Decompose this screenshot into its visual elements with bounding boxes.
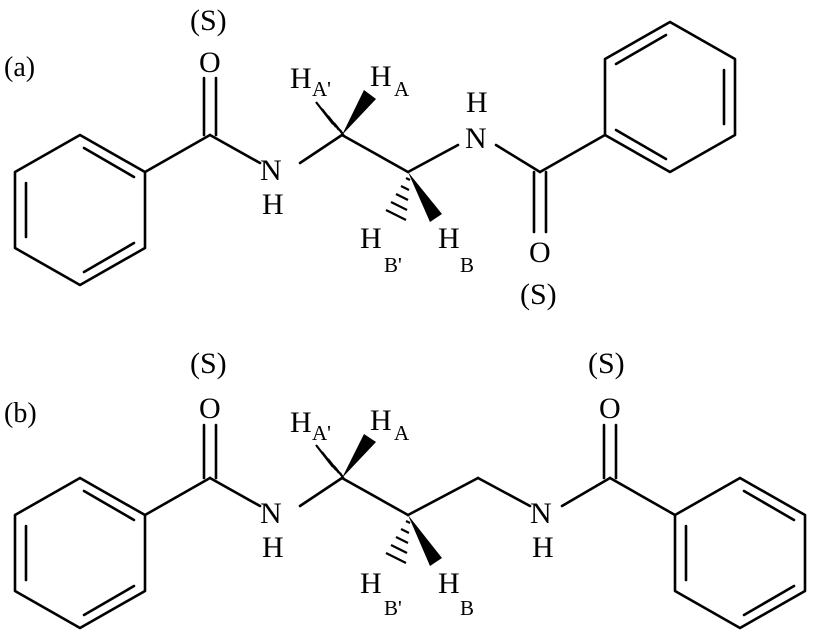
panel-a-nitrogen-right: N [465, 122, 487, 155]
panel-a-nitrogen-right-hydrogen: H [466, 86, 488, 119]
panel-b-oxygen-left: O [199, 392, 221, 425]
panel-a-stereo-left: (S) [190, 4, 227, 37]
panel-b-stereo-right: (S) [588, 347, 625, 380]
panel-b-label: (b) [4, 398, 37, 429]
panel-b-nitrogen-left: N [260, 497, 282, 530]
panel-b-nitrogen-right-hydrogen: H [532, 531, 554, 564]
panel-b-nitrogen-left-hydrogen: H [262, 531, 284, 564]
panel-a-chiral-center-b [385, 143, 460, 222]
panel-b-hydrogen-b-subscript: B [460, 596, 474, 620]
panel-a-hydrogen-a-prime: H [290, 62, 312, 95]
panel-b: (b) (S) (S) O N H [4, 347, 807, 630]
panel-a-hydrogen-b-subscript: B [460, 253, 474, 277]
panel-a-nitrogen-left-hydrogen: H [262, 188, 284, 221]
panel-b-hydrogen-a-prime-subscript: A' [312, 421, 331, 445]
panel-a-chiral-center-a [315, 90, 410, 174]
panel-b-hydrogen-a-prime: H [290, 406, 312, 439]
panel-a-hydrogen-a-subscript: A [394, 77, 410, 101]
panel-a-left-amide-bonds [143, 76, 344, 174]
panel-b-hydrogen-b-prime: H [360, 567, 382, 600]
panel-b-chiral-center-a [315, 434, 410, 517]
panel-a-hydrogen-b-prime-subscript: B' [384, 253, 402, 277]
panel-a-hydrogen-b: H [438, 222, 460, 255]
panel-b-chiral-center-b [385, 476, 532, 566]
panel-a-right-amide-bonds [494, 133, 607, 234]
panel-a-nitrogen-left: N [260, 154, 282, 187]
panel-a-right-benzene-ring [603, 20, 737, 174]
panel-b-hydrogen-b-prime-subscript: B' [384, 596, 402, 620]
panel-b-hydrogen-a-subscript: A [394, 421, 410, 445]
panel-a-left-benzene-ring [13, 133, 147, 287]
panel-b-oxygen-right: O [599, 392, 621, 425]
panel-b-left-amide-bonds [143, 423, 344, 517]
panel-a-oxygen-right: O [529, 236, 551, 269]
panel-a-hydrogen-a: H [370, 60, 392, 93]
panel-b-right-benzene-ring [673, 476, 807, 630]
panel-a-hydrogen-b-prime: H [360, 222, 382, 255]
panel-b-nitrogen-right: N [530, 497, 552, 530]
panel-a-oxygen-left: O [199, 46, 221, 79]
panel-b-hydrogen-b: H [438, 567, 460, 600]
panel-a-stereo-right: (S) [520, 278, 557, 311]
panel-b-hydrogen-a: H [370, 404, 392, 437]
panel-a-hydrogen-a-prime-subscript: A' [312, 77, 331, 101]
panel-a: (a) (S) (S) O N H [4, 4, 737, 311]
panel-b-stereo-left: (S) [190, 347, 227, 380]
panel-b-right-amide-bonds [560, 423, 677, 517]
panel-a-label: (a) [4, 52, 35, 83]
panel-b-left-benzene-ring [13, 476, 147, 630]
